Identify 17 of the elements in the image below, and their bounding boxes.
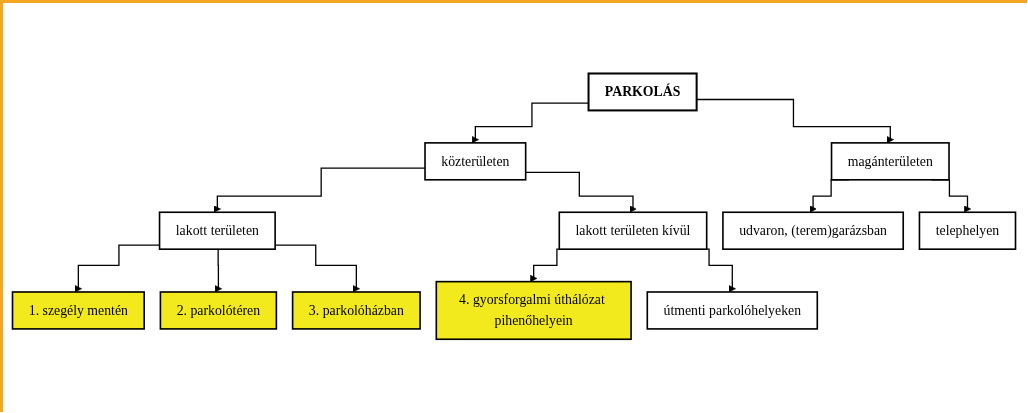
- node-box: [558, 211, 708, 250]
- node-box: [291, 290, 421, 330]
- node-box: [158, 211, 276, 250]
- tree-diagram: PARKOLÁS közterületen magánterületen lakott területen lakott területen kívül udvaron, (terem)garázsban telephelyen 1. szegély mentén 2. parkolótéren 3. parkolóházban 4. gyorsforgalmi úthálózat pihenőhelyein útmenti parkolóhelyeken: [6, 66, 1022, 346]
- node-box: [830, 141, 950, 181]
- arrow: [214, 248, 222, 292]
- node-box: [435, 280, 632, 340]
- node-box: [424, 141, 527, 181]
- arrow: [213, 167, 426, 213]
- node-box: [722, 211, 905, 250]
- arrow: [525, 171, 637, 213]
- node-box: [587, 72, 698, 112]
- node-box: [11, 290, 145, 330]
- arrow: [696, 98, 894, 143]
- node-box: [159, 290, 278, 330]
- node-box: [918, 211, 1017, 250]
- node-box: [646, 290, 819, 330]
